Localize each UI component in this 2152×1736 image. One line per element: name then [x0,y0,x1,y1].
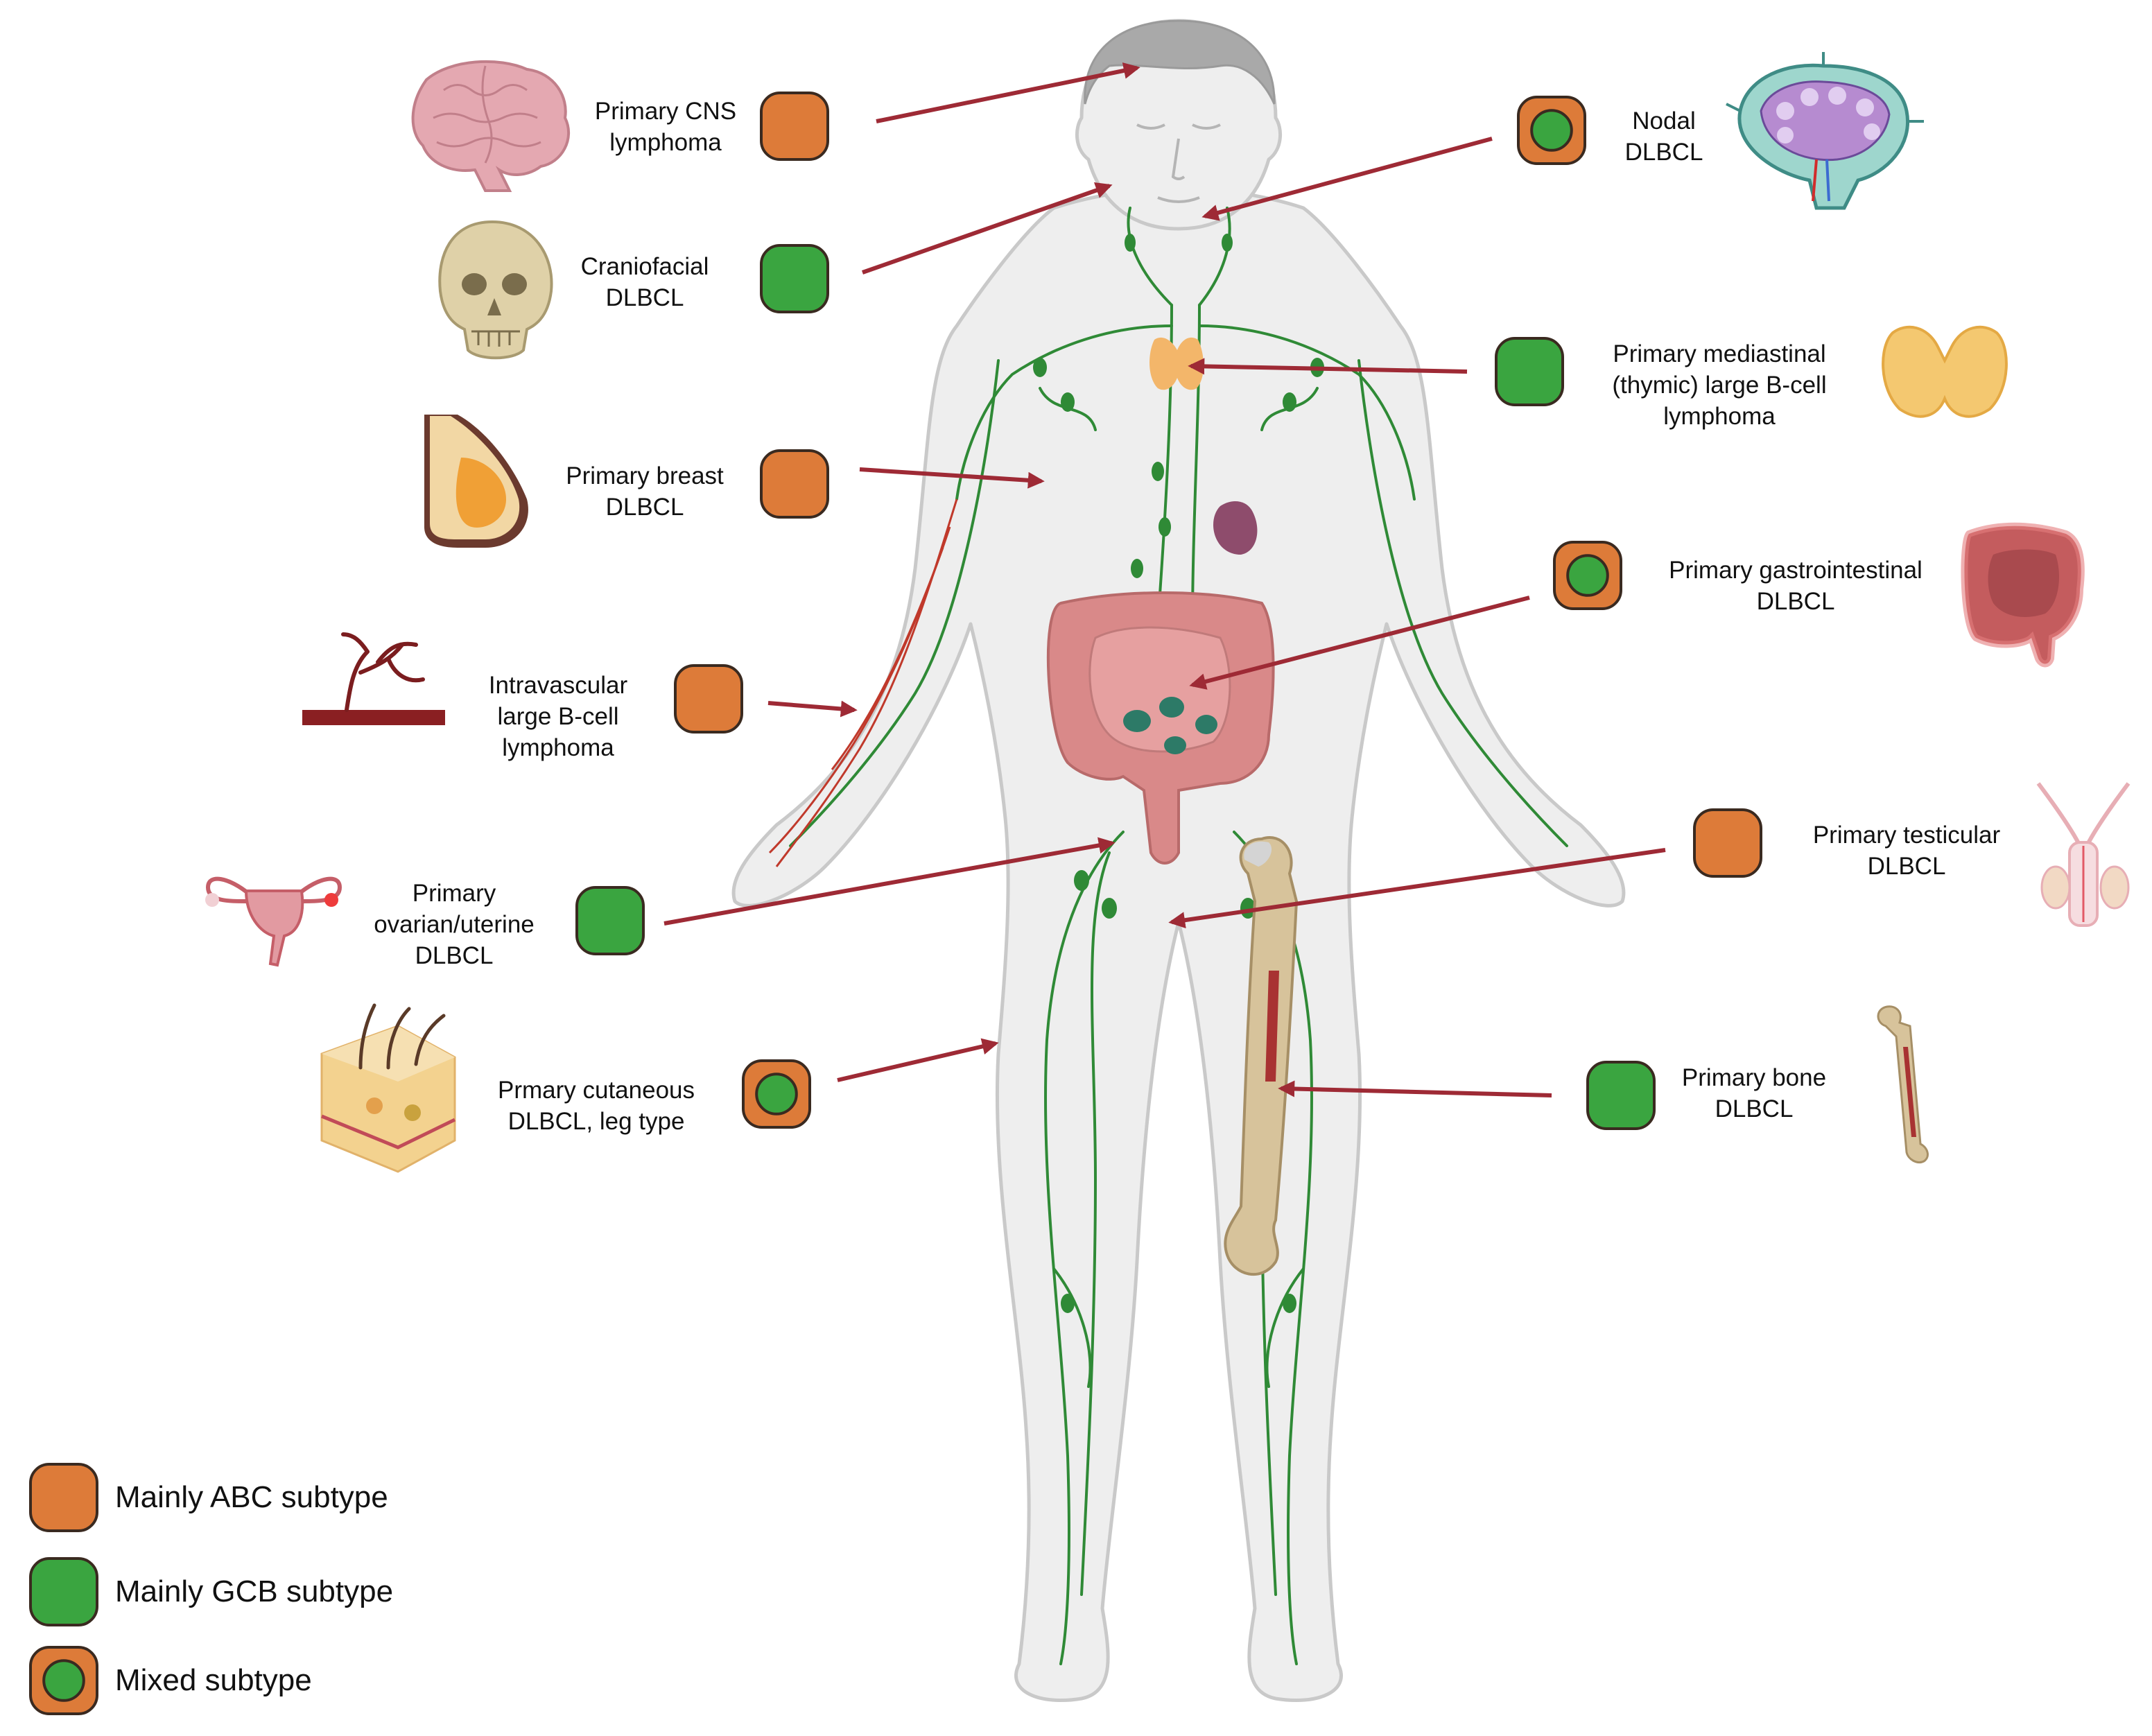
arrow-testicular [1168,848,1666,929]
pointer-arrows [663,62,1666,1097]
label-testicular: Primary testicular DLBCL [1812,822,2001,880]
lymph-node-icon [1726,52,1924,210]
label-mediastinal: Primary mediastinal (thymic) large B-cel… [1612,340,1827,430]
arrow-bone [1278,1080,1552,1097]
arrow-craniofacial [862,182,1113,275]
subtype-badge-nodal [1517,96,1586,165]
legend-label-gcb: Mainly GCB subtype [115,1574,394,1608]
subtype-badge-ovarian [575,886,645,955]
arrow-mediastinal [1188,358,1468,375]
label-gi: Primary gastrointestinal DLBCL [1669,557,1923,615]
label-cns: Primary CNS lymphoma [594,98,737,156]
label-nodal: Nodal DLBCL [1624,107,1703,166]
arrow-breast [859,467,1045,489]
legend-badges [29,1463,98,1715]
lymphatic-network [789,207,1568,1665]
label-intravascular: Intravascular large B-cell lymphoma [488,672,628,761]
brain-icon [411,60,570,192]
breast-icon [424,415,528,548]
legend-label-mixed: Mixed subtype [115,1663,312,1697]
legend-badge-gcb [29,1557,98,1626]
arm-blood-vessels [768,498,958,867]
subtype-badge-testicular [1693,808,1762,878]
arrow-ovarian [663,837,1116,926]
thymus-icon [1882,325,2008,418]
subtype-badge-cutaneous [742,1059,811,1129]
thymus-on-body [1149,337,1204,390]
subtype-badge-cns [760,92,829,161]
spleen-on-body [1213,501,1258,555]
skull-icon [438,220,553,360]
femur-on-body [1224,836,1299,1276]
blood-vessel-icon [302,632,445,725]
legend-badge-mixed [29,1646,98,1715]
uterus-icon [205,876,342,967]
bone-icon [1877,1005,1929,1163]
subtype-badge-gi [1553,541,1622,610]
legend-badge-abc [29,1463,98,1532]
skin-icon [320,1003,456,1173]
testis-icon [2036,782,2131,927]
label-bone: Primary bone DLBCL [1681,1064,1827,1122]
arrow-cns [876,62,1140,123]
intestine-icon [1961,522,2085,668]
arrow-nodal [1201,137,1493,221]
intestines-on-body [1046,591,1275,865]
subtype-badge-intravascular [674,664,743,734]
arrow-cutaneous [837,1038,999,1082]
label-cutaneous: Prmary cutaneous DLBCL, leg type [497,1077,695,1135]
arrow-intravascular [767,700,858,718]
arrow-gi [1189,596,1530,690]
legend-label-abc: Mainly ABC subtype [115,1480,388,1514]
label-ovarian: Primary ovarian/uterine DLBCL [374,880,535,969]
subtype-badge-mediastinal [1495,337,1564,406]
subtype-badges [575,92,1762,1130]
label-craniofacial: Craniofacial DLBCL [580,253,709,311]
label-breast: Primary breast DLBCL [566,462,724,521]
subtype-badge-bone [1586,1061,1656,1130]
subtype-badge-breast [760,449,829,519]
subtype-badge-craniofacial [760,244,829,313]
